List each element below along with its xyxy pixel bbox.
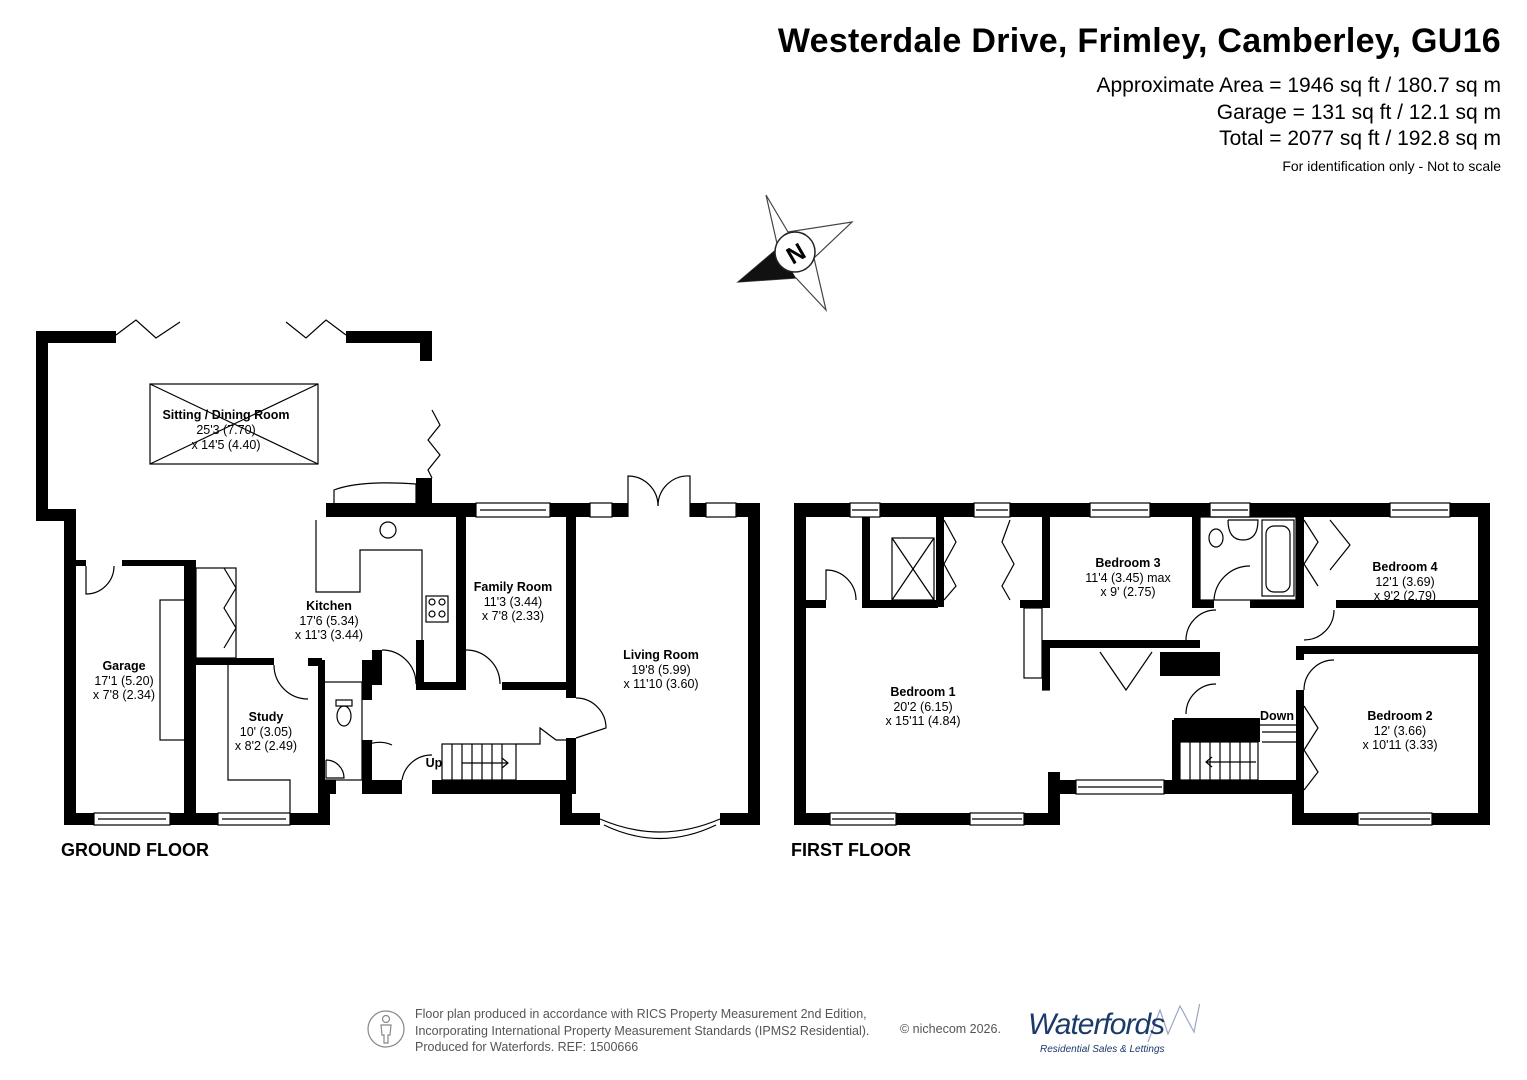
agent-logo: Waterfords Residential Sales & Lettings — [1028, 1004, 1218, 1064]
room-dim-garage-2: x 7'8 (2.34) — [93, 688, 155, 702]
logo-w-flourish-icon — [1147, 1004, 1201, 1043]
footer-line-2: Incorporating International Property Mea… — [415, 1023, 870, 1038]
first-floor-label: FIRST FLOOR — [791, 840, 911, 860]
room-dim-bedroom3-1: 11'4 (3.45) max — [1085, 571, 1171, 585]
room-dim-kitchen-1: 17'6 (5.34) — [299, 614, 358, 628]
room-dim-living-1: 19'8 (5.99) — [631, 663, 690, 677]
first-floor-plan — [794, 503, 1490, 825]
first-floor-labels: Bedroom 1 20'2 (6.15) x 15'11 (4.84) Bed… — [791, 556, 1438, 860]
room-name-bedroom1: Bedroom 1 — [890, 685, 955, 699]
ground-floor-fittings — [85, 319, 737, 839]
footer-line-1: Floor plan produced in accordance with R… — [415, 1007, 867, 1021]
room-name-family: Family Room — [474, 580, 553, 594]
room-dim-bedroom2-2: x 10'11 (3.33) — [1362, 738, 1437, 752]
room-dim-bedroom1-2: x 15'11 (4.84) — [885, 714, 960, 728]
garage-area: Garage = 131 sq ft / 12.1 sq m — [1216, 101, 1501, 124]
room-name-bedroom3: Bedroom 3 — [1095, 556, 1160, 570]
room-dim-study-1: 10' (3.05) — [240, 725, 292, 739]
room-dim-bedroom4-1: 12'1 (3.69) — [1375, 575, 1434, 589]
scale-disclaimer: For identification only - Not to scale — [1282, 158, 1501, 174]
room-dim-bedroom1-1: 20'2 (6.15) — [893, 700, 952, 714]
approximate-area: Approximate Area = 1946 sq ft / 180.7 sq… — [1096, 74, 1502, 97]
footer-line-3: Produced for Waterfords. REF: 1500666 — [415, 1040, 639, 1054]
room-dim-study-2: x 8'2 (2.49) — [235, 739, 297, 753]
room-dim-living-2: x 11'10 (3.60) — [623, 677, 698, 691]
first-floor-fittings — [825, 502, 1451, 826]
room-name-sitting-dining: Sitting / Dining Room — [162, 408, 289, 422]
room-dim-bedroom2-1: 12' (3.66) — [1374, 724, 1426, 738]
stairs-down-label: Down — [1260, 709, 1294, 723]
room-dim-family-1: 11'3 (3.44) — [484, 595, 542, 609]
room-name-study: Study — [249, 710, 284, 724]
compass-rose-icon: N — [736, 194, 854, 313]
ground-floor-label: GROUND FLOOR — [61, 840, 209, 860]
room-dim-garage-1: 17'1 (5.20) — [94, 674, 153, 688]
total-area: Total = 2077 sq ft / 192.8 sq m — [1219, 127, 1501, 150]
ground-floor-labels: Sitting / Dining Room 25'3 (7.70) x 14'5… — [61, 408, 699, 860]
logo-tagline: Residential Sales & Lettings — [1040, 1044, 1165, 1055]
room-dim-family-2: x 7'8 (2.33) — [482, 609, 544, 623]
room-name-garage: Garage — [102, 659, 145, 673]
room-name-kitchen: Kitchen — [306, 599, 352, 613]
copyright: © nichecom 2026. — [900, 1022, 1001, 1036]
measurement-note: Floor plan produced in accordance with R… — [415, 1006, 869, 1056]
room-name-living: Living Room — [623, 648, 699, 662]
room-dim-bedroom4-2: x 9'2 (2.79) — [1374, 589, 1436, 603]
room-dim-kitchen-2: x 11'3 (3.44) — [295, 628, 363, 642]
property-title: Westerdale Drive, Frimley, Camberley, GU… — [777, 22, 1501, 60]
ground-floor-plan — [36, 331, 760, 825]
logo-name: Waterfords — [1028, 1008, 1165, 1041]
room-dim-bedroom3-2: x 9' (2.75) — [1100, 585, 1155, 599]
person-icon — [367, 1010, 405, 1048]
room-dim-sitting-dining-2: x 14'5 (4.40) — [191, 438, 260, 452]
room-dim-sitting-dining-1: 25'3 (7.70) — [196, 423, 255, 437]
stairs-up-label: Up — [426, 756, 443, 770]
room-name-bedroom2: Bedroom 2 — [1367, 709, 1432, 723]
room-name-bedroom4: Bedroom 4 — [1372, 560, 1437, 574]
